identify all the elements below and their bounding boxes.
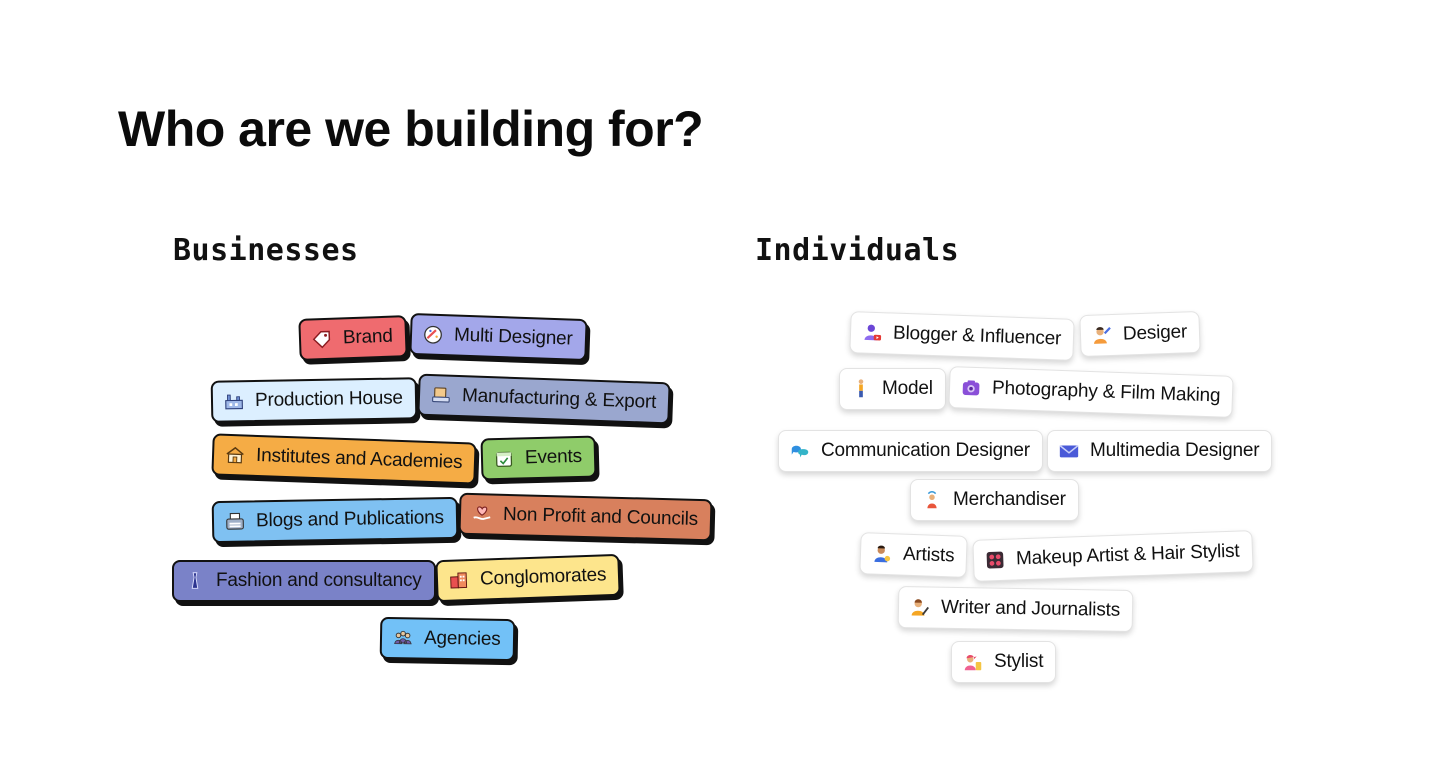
designer-person-icon — [1091, 324, 1114, 347]
heart-hand-icon — [471, 503, 494, 526]
tag-label: Multimedia Designer — [1090, 440, 1260, 461]
business-tag-non-profit-councils[interactable]: Non Profit and Councils — [458, 492, 713, 542]
page-title: Who are we building for? — [118, 101, 704, 157]
group-icon — [392, 627, 414, 649]
mail-icon — [1058, 440, 1080, 462]
individual-tag-artists[interactable]: Artists — [859, 532, 969, 578]
tag-label: Conglomorates — [479, 564, 607, 590]
business-tag-multi-designer[interactable]: Multi Designer — [409, 312, 588, 362]
tag-label: Production House — [254, 387, 404, 412]
speech-bubble-icon — [789, 440, 811, 462]
individuals-heading: Individuals — [755, 233, 960, 268]
individual-tag-merchandiser[interactable]: Merchandiser — [910, 479, 1079, 521]
tag-label: Blogs and Publications — [255, 507, 445, 532]
businesses-heading: Businesses — [173, 233, 359, 268]
makeup-palette-icon — [984, 549, 1007, 572]
school-icon — [224, 444, 247, 467]
tag-label: Communication Designer — [821, 440, 1030, 461]
individual-tag-makeup-artist-hair-stylist[interactable]: Makeup Artist & Hair Stylist — [972, 530, 1254, 582]
tag-label: Institutes and Academies — [255, 444, 463, 474]
tag-label: Desiger — [1122, 321, 1188, 345]
model-person-icon — [850, 378, 872, 400]
factory-icon — [223, 390, 245, 412]
tag-label: Fashion and consultancy — [216, 570, 422, 591]
tag-label: Stylist — [994, 651, 1044, 672]
business-tag-blogs-publications[interactable]: Blogs and Publications — [211, 496, 459, 544]
business-tag-production-house[interactable]: Production House — [210, 377, 418, 423]
tag-label: Photography & Film Making — [991, 377, 1221, 407]
tag-label: Blogger & Influencer — [892, 322, 1062, 350]
tag-label: Agencies — [423, 627, 501, 650]
individual-tag-blogger-influencer[interactable]: Blogger & Influencer — [849, 311, 1075, 361]
tag-label: Non Profit and Councils — [502, 503, 699, 530]
individual-tag-communication-designer[interactable]: Communication Designer — [778, 430, 1043, 472]
business-tag-conglomorates[interactable]: Conglomorates — [435, 553, 621, 603]
tag-icon — [311, 328, 334, 351]
artist-icon — [871, 543, 894, 566]
typewriter-icon — [224, 511, 246, 533]
individual-tag-stylist[interactable]: Stylist — [951, 641, 1057, 683]
calendar-icon — [493, 448, 516, 471]
individual-tag-photography-film-making[interactable]: Photography & Film Making — [948, 366, 1235, 418]
business-tag-manufacturing-export[interactable]: Manufacturing & Export — [417, 373, 671, 425]
buildings-icon — [448, 569, 471, 592]
tag-label: Writer and Journalists — [940, 596, 1121, 621]
business-tag-institutes-academies[interactable]: Institutes and Academies — [211, 433, 478, 485]
tag-label: Merchandiser — [953, 489, 1066, 510]
tag-label: Model — [882, 378, 933, 399]
tag-label: Events — [524, 445, 583, 469]
palette-icon — [422, 323, 445, 346]
tag-label: Manufacturing & Export — [461, 385, 657, 413]
individual-tag-model[interactable]: Model — [839, 368, 946, 410]
business-tag-brand[interactable]: Brand — [298, 315, 408, 361]
merchandiser-icon — [921, 489, 943, 511]
business-tag-agencies[interactable]: Agencies — [379, 616, 515, 662]
tag-label: Brand — [342, 325, 394, 349]
tag-label: Artists — [902, 543, 955, 567]
individual-tag-desiger[interactable]: Desiger — [1079, 310, 1201, 358]
export-box-icon — [430, 384, 453, 407]
stylist-icon — [962, 651, 984, 673]
blogger-icon — [861, 321, 884, 344]
tag-label: Makeup Artist & Hair Stylist — [1015, 540, 1240, 570]
dress-icon — [184, 570, 206, 592]
business-tag-fashion-consultancy[interactable]: Fashion and consultancy — [172, 560, 436, 602]
tag-label: Multi Designer — [453, 324, 573, 350]
individual-tag-multimedia-designer[interactable]: Multimedia Designer — [1047, 430, 1273, 472]
camera-icon — [960, 376, 983, 399]
writer-icon — [909, 596, 931, 618]
business-tag-events[interactable]: Events — [480, 435, 597, 481]
individual-tag-writer-journalists[interactable]: Writer and Journalists — [897, 585, 1134, 633]
